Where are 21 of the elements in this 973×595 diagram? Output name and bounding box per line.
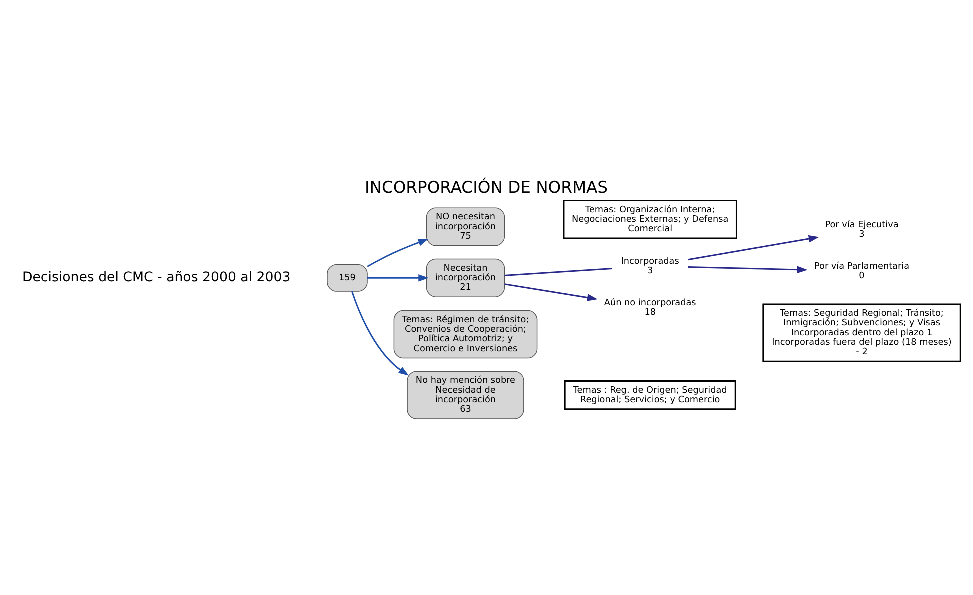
node-box: 159: [327, 264, 368, 292]
arrow: [688, 266, 808, 274]
diagram-title: INCORPORACIÓN DE NORMAS: [364, 177, 608, 196]
node-box: NO necesitan incorporación 75: [426, 207, 506, 246]
connector: [504, 267, 613, 276]
node-box: Temas: Seguridad Regional; Tránsito; Inmigración; Subvenciones; y Visas Incorporadas dentro del plazo 1 Incorporadas fuera del plazo (18 meses) - 2: [762, 303, 962, 362]
node-box: No hay mención sobre Necesidad de incorporación 63: [407, 370, 524, 419]
node-text: Por vía Ejecutiva 3: [825, 220, 899, 240]
label: Decisiones del CMC - años 2000 al 2003: [22, 270, 291, 285]
node-text: Incorporadas 3: [621, 256, 680, 276]
node-box: Temas : Reg. de Origen; Seguridad Regional; Servicios; y Comercio: [564, 380, 736, 410]
node-box: Necesitan incorporación 21: [426, 258, 506, 297]
arrow: [367, 238, 429, 267]
node-text: Por vía Parlamentaria 0: [814, 261, 910, 282]
arrow: [504, 283, 598, 301]
node-box: Temas: Régimen de tránsito; Convenios de Cooperación; Política Automotriz; y Comercio e Inversiones: [394, 310, 538, 358]
arrow: [352, 290, 410, 376]
arrow: [688, 234, 820, 260]
arrow: [368, 274, 430, 282]
node-text: Aún no incorporadas 18: [604, 298, 696, 318]
node-box: Temas: Organización Interna; Negociaciones Externas; y Defensa Comercial: [563, 199, 738, 239]
